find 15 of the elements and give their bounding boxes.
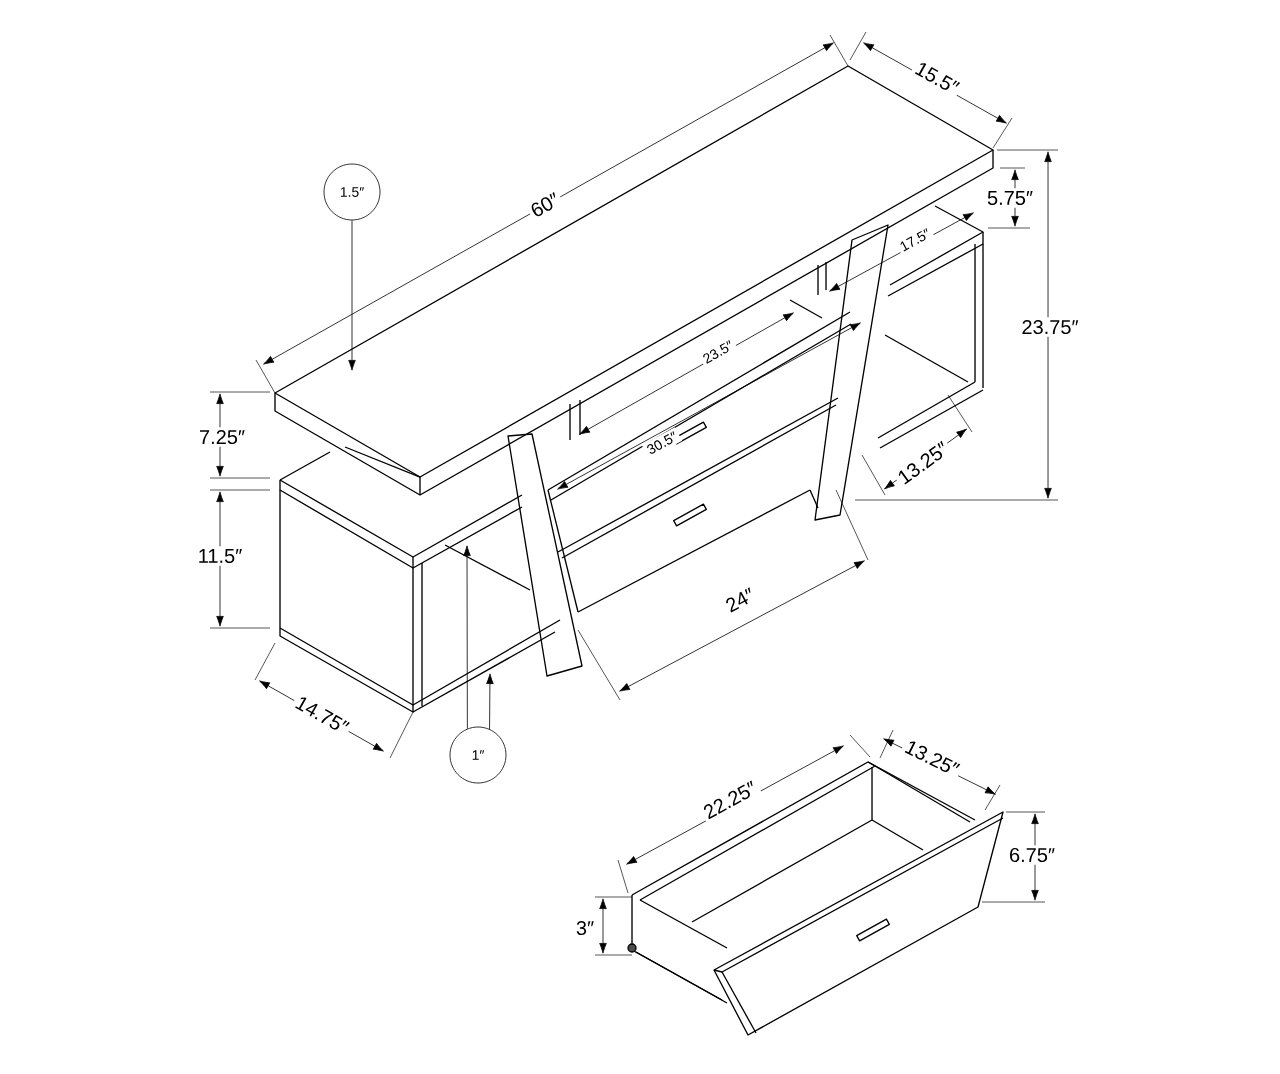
dimension-label: 24″ (720, 583, 760, 617)
dimension-label: 5.75″ (984, 188, 1036, 208)
leader-line (348, 220, 356, 371)
dimension-label: 14.75″ (290, 691, 354, 739)
dimension-label: 7.25″ (196, 427, 248, 447)
dimension-label: 11.5″ (195, 546, 245, 566)
dimension-label: 13.25″ (899, 735, 965, 781)
leader-line (463, 545, 471, 730)
dimension-label: 23.75″ (1018, 317, 1082, 337)
dimension-label: 30.5″ (641, 427, 683, 459)
dimension-label: 6.75″ (1006, 845, 1058, 865)
dimension-label: 3″ (573, 918, 597, 938)
dimension-label: 15.5″ (909, 57, 965, 99)
leader-line (486, 673, 494, 730)
dimension-label: 60″ (525, 188, 565, 222)
